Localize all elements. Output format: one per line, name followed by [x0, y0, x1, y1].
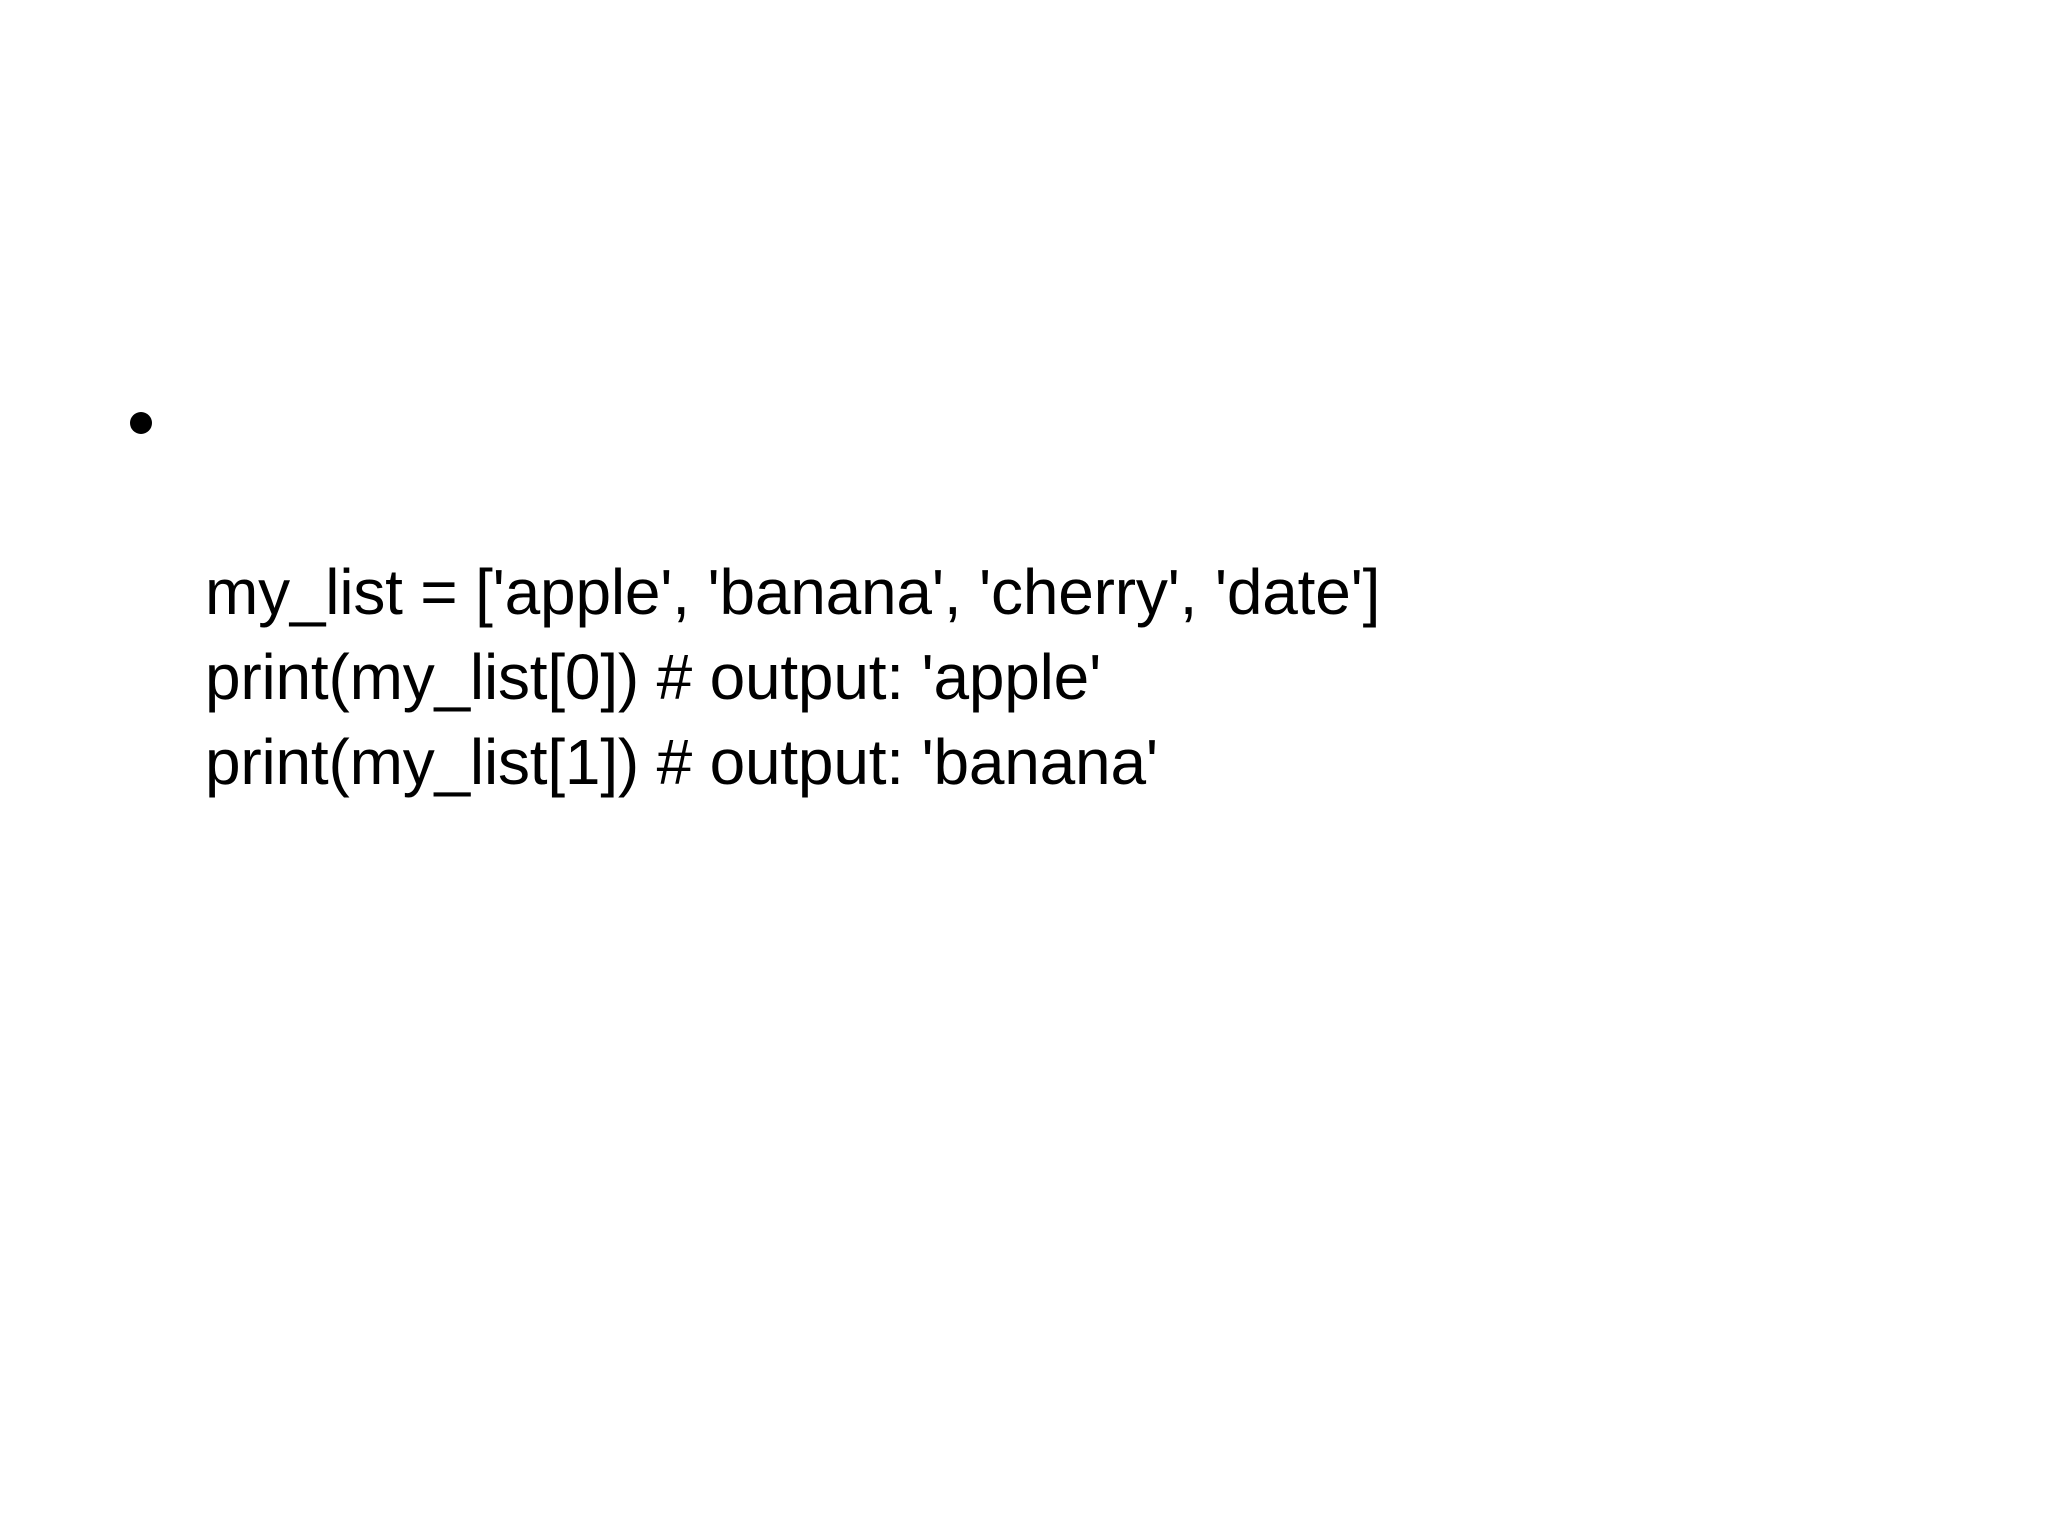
list-item-text: my_list = ['apple', 'banana', 'cherry', … — [205, 556, 1381, 798]
list-item[interactable]: my_list = ['apple', 'banana', 'cherry', … — [120, 380, 1920, 890]
round-bullet-icon — [130, 412, 152, 434]
content-placeholder: my_list = ['apple', 'banana', 'cherry', … — [120, 380, 1920, 890]
bullet-list: my_list = ['apple', 'banana', 'cherry', … — [120, 380, 1920, 890]
